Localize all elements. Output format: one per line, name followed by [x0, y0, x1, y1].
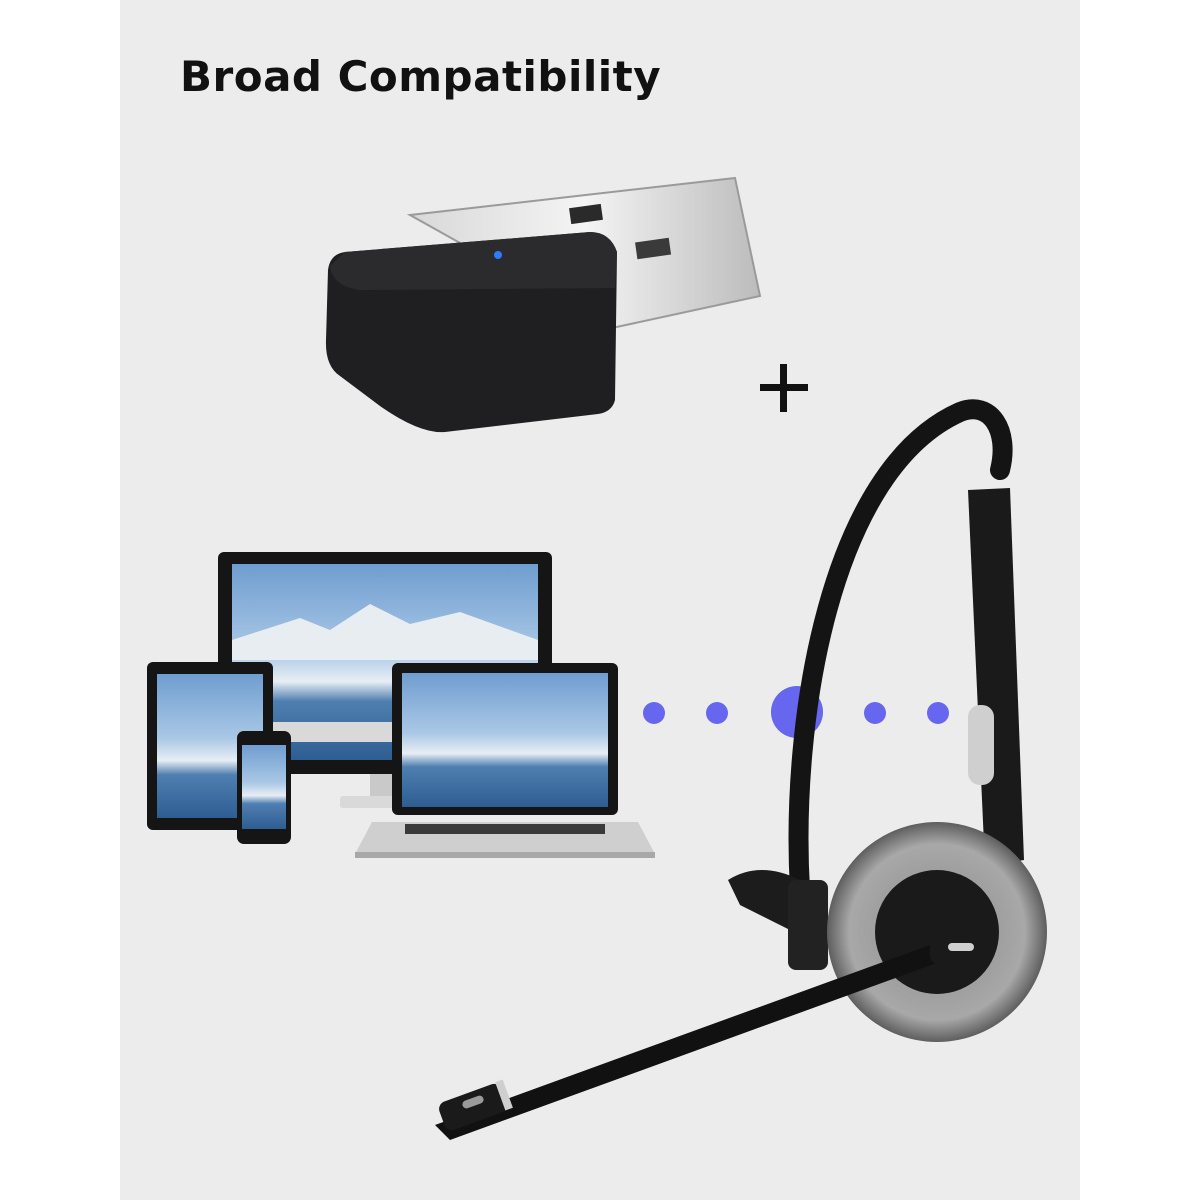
led-indicator: [494, 251, 502, 259]
link-dot: [927, 702, 949, 724]
link-dot: [706, 702, 728, 724]
phone: [237, 731, 291, 844]
usb-dongle: [325, 176, 762, 433]
page-title: Broad Compatibility: [180, 52, 662, 101]
laptop: [355, 663, 655, 858]
volume-button: [968, 705, 994, 785]
link-dot: [864, 702, 886, 724]
plus-icon: [760, 364, 808, 412]
headset: [435, 399, 1047, 1140]
link-dot: [643, 702, 665, 724]
